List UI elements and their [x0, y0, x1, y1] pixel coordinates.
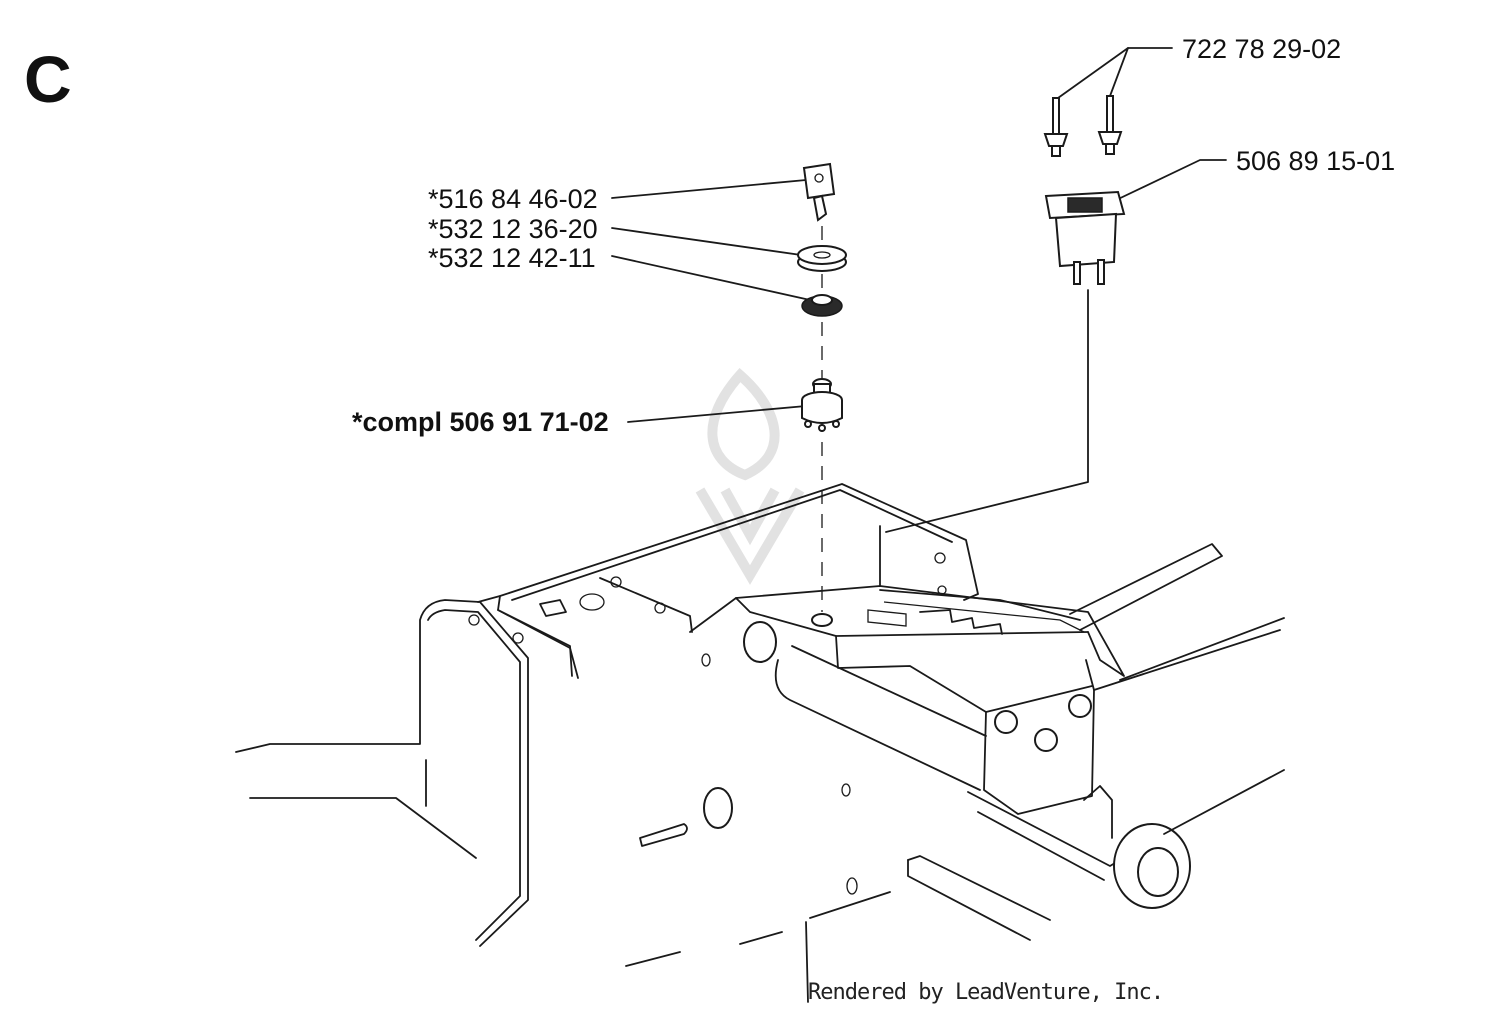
leader-switch: [1111, 159, 1227, 203]
part-label-ignition: *compl 506 91 71-02: [352, 407, 609, 437]
leader-screw-b: [1109, 47, 1129, 97]
ignition-switch: [801, 378, 843, 432]
part-label-switch: 506 89 15-01: [1236, 146, 1396, 176]
render-credit: Rendered by LeadVenture, Inc.: [808, 980, 1164, 1005]
tractor-frame: [235, 483, 1285, 967]
lock-nut: [801, 294, 843, 317]
leader-key: [611, 179, 807, 199]
leader-ignition: [627, 405, 807, 423]
screw-parts: [1043, 95, 1123, 157]
part-label-nut: *532 12 42-11: [428, 243, 596, 273]
watermark-logo: [695, 367, 805, 585]
part-label-screw: 722 78 29-02: [1182, 34, 1342, 64]
ignition-key: [802, 162, 836, 222]
leader-switch-to-mount: [885, 289, 1089, 533]
leader-nut: [611, 255, 811, 301]
section-letter: C: [24, 42, 72, 116]
part-label-cap: *532 12 36-20: [428, 214, 598, 244]
leader-cap: [611, 227, 809, 257]
leader-screw-a: [1057, 47, 1173, 99]
dust-cap: [797, 245, 847, 272]
part-label-key: *516 84 46-02: [428, 184, 598, 214]
leader-credit: [805, 921, 809, 1003]
leader-lines: [611, 47, 1227, 1003]
safety-switch: [1044, 190, 1126, 285]
